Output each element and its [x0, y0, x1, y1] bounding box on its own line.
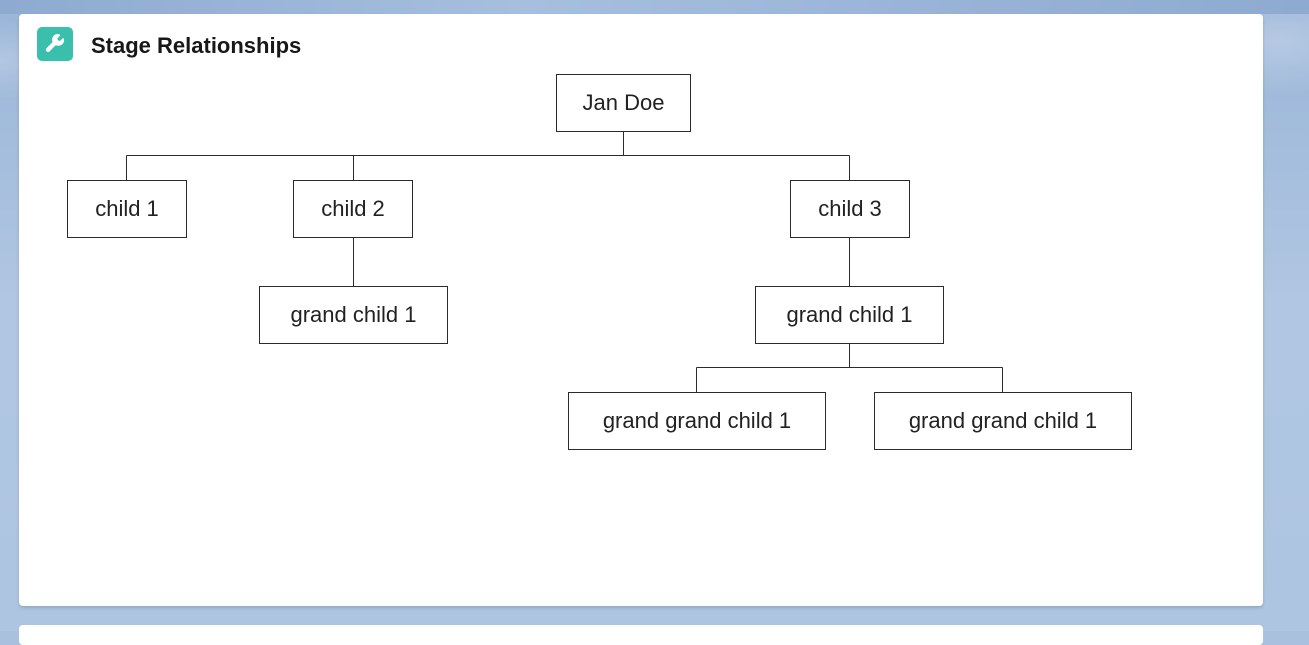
- tree-node-root[interactable]: Jan Doe: [556, 74, 691, 132]
- tree-node-child-3[interactable]: child 3: [790, 180, 910, 238]
- tree-node-child-1[interactable]: child 1: [67, 180, 187, 238]
- tree-node-great-grandchild-a[interactable]: grand grand child 1: [568, 392, 826, 450]
- tree-node-child-2-grandchild-1[interactable]: grand child 1: [259, 286, 448, 344]
- tree-node-child-3-grandchild-1[interactable]: grand child 1: [755, 286, 944, 344]
- card-title: Stage Relationships: [91, 33, 302, 58]
- tree-node-child-2[interactable]: child 2: [293, 180, 413, 238]
- wrench-icon: [37, 27, 73, 61]
- tree-node-great-grandchild-b[interactable]: grand grand child 1: [874, 392, 1132, 450]
- top-background-band: [0, 0, 1309, 14]
- next-card-edge: [19, 625, 1263, 645]
